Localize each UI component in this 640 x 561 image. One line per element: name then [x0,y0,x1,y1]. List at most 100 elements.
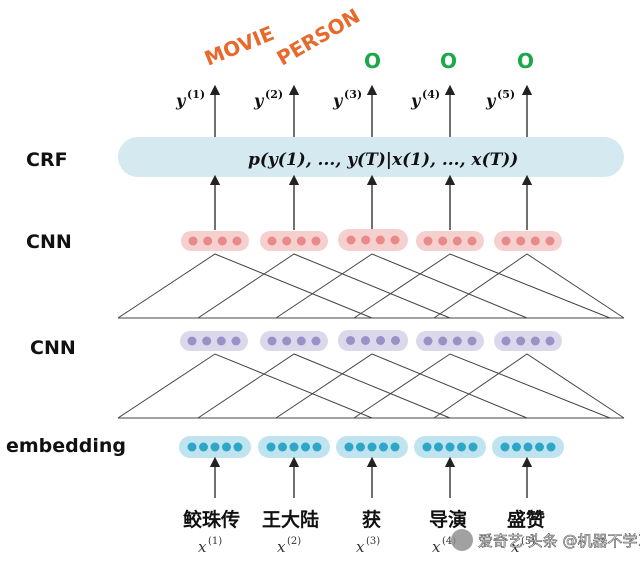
output-label-2: y (2) [253,88,283,110]
embedding-neuron [445,442,455,452]
input-word-2: 王大陆 [262,508,319,531]
embedding-neuron [301,442,310,452]
svg-text:(2): (2) [265,88,283,101]
embedding-neuron [199,442,208,452]
embedding-neuron [344,442,354,452]
cnn-mid-neuron [530,336,540,346]
cnn-top-neuron [390,235,400,245]
svg-text:(5): (5) [521,536,535,547]
cnn-top-neuron [375,235,385,245]
cnn-mid-unit-3 [338,330,408,351]
embedding-neuron [434,442,443,452]
cnn-top-neuron [188,236,198,246]
svg-text:(5): (5) [497,88,515,101]
cnn-mid-neuron [423,336,433,346]
cnn-mid-neuron [501,336,511,346]
embedding-neuron [367,442,377,452]
embedding-neuron [390,442,400,452]
cnn-top-receptive-fields [117,253,625,319]
cnn-mid-neuron [311,336,321,346]
svg-text:(1): (1) [187,88,205,101]
embedding-neuron [356,442,365,452]
embedding-neuron [187,442,197,452]
cnn-top-units [181,229,562,251]
embedding-neuron [535,442,544,452]
cnn-mid-layer-label: CNN [30,337,76,359]
cnn-top-unit-2 [260,231,328,251]
embedding-neuron [379,442,388,452]
cnn-top-unit-1 [181,231,249,251]
cnn-mid-neuron [202,336,212,346]
input-label-5: x (5) [511,536,535,556]
embedding-neuron [222,442,231,452]
svg-text:(4): (4) [422,88,440,101]
cnn-top-neuron [296,236,306,246]
svg-text:(2): (2) [287,536,301,547]
cnn-mid-receptive-fields [117,353,625,419]
embedding-neuron [233,442,243,452]
input-label-1: x (1) [198,536,222,556]
svg-text:爱奇艺 头条 @机器不学习: 爱奇艺 头条 @机器不学习 [478,532,640,550]
output-label-1: y (1) [175,88,205,110]
svg-text:(1): (1) [208,536,222,547]
tag-label-2: PERSON [273,4,365,71]
cnn-mid-unit-4 [416,331,484,351]
cnn-mid-neuron [545,336,555,346]
svg-text:x: x [198,538,207,556]
embedding-neuron [512,442,521,452]
cnn-top-neuron [311,236,321,246]
cnn-top-neuron [501,236,511,246]
watermark: 爱奇艺 头条 @机器不学习 [451,529,640,551]
cnn-top-neuron [530,236,540,246]
cnn-top-neuron [267,236,277,246]
embedding-neuron [457,442,466,452]
input-label-4: x (4) [432,536,456,556]
cnn-to-crf-arrows [209,174,533,230]
output-label-3: y (3) [332,88,362,110]
cnn-mid-neuron [361,336,370,345]
watermark-logo-icon [451,529,473,551]
tag-label-4: O [440,49,457,73]
svg-text:y: y [485,91,497,110]
cnn-top-unit-4 [416,231,484,251]
embedding-neuron [468,442,478,452]
cnn-mid-neuron [391,336,400,345]
output-label-5: y (5) [485,88,515,110]
tag-label-5: O [517,49,534,73]
input-word-4: 导演 [429,508,467,531]
embedding-neuron [266,442,276,452]
svg-text:(4): (4) [442,536,456,547]
cnn-mid-units [180,330,562,351]
svg-text:y: y [332,91,344,110]
svg-text:x: x [277,538,286,556]
embedding-neuron [312,442,322,452]
cnn-mid-neuron [346,336,355,345]
svg-text:y: y [253,91,265,110]
input-to-embedding-arrows [209,456,533,498]
svg-text:y: y [175,91,187,110]
input-word-5: 盛赞 [507,508,545,531]
cnn-top-neuron [232,236,242,246]
svg-text:x: x [511,538,520,556]
input-label-2: x (2) [277,536,301,556]
cnn-top-neuron [203,236,213,246]
output-label-4: y (4) [410,88,440,110]
embedding-neuron [210,442,220,452]
embedding-neuron [289,442,299,452]
cnn-top-neuron [452,236,462,246]
embedding-neuron [523,442,533,452]
crf-formula: p(y(1), ..., y(T)|x(1), ..., x(T)) [248,150,518,170]
cnn-mid-neuron [231,336,241,346]
cnn-top-neuron [346,235,356,245]
cnn-top-neuron [282,236,292,246]
cnn-top-unit-5 [494,231,562,251]
cnn-mid-neuron [267,336,277,346]
cnn-mid-unit-5 [494,331,562,351]
cnn-mid-neuron [467,336,477,346]
cnn-top-neuron [516,236,526,246]
embedding-neuron [546,442,556,452]
cnn-mid-unit-2 [260,331,328,351]
crf-layer-label: CRF [26,149,68,171]
embedding-units [179,436,564,458]
input-word-1: 鲛珠传 [183,508,240,531]
